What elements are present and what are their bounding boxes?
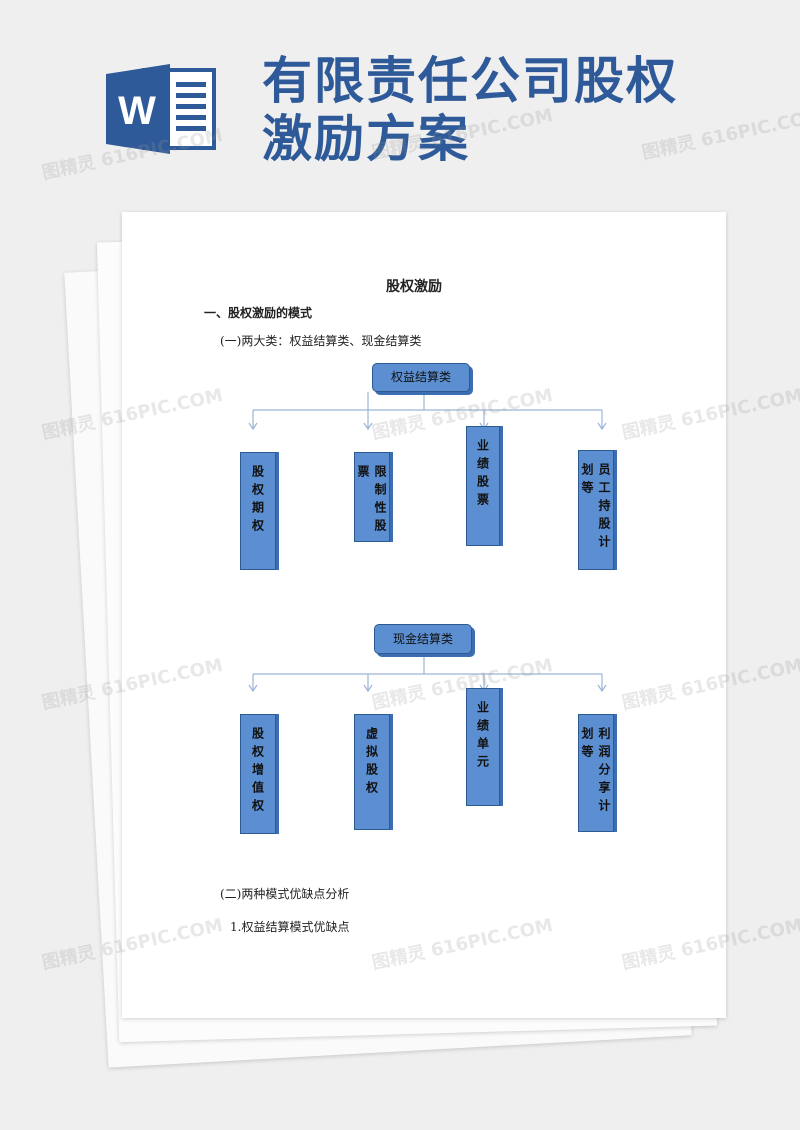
section-heading: 一、股权激励的模式: [204, 306, 313, 320]
document-page: 股权激励 一、股权激励的模式 (一)两大类：权益结算类、现金结算类: [122, 212, 726, 1018]
diagram2-child-label: 虚拟股权: [364, 727, 379, 799]
diagram2-child-box: 虚拟股权: [354, 714, 390, 830]
diagram-connectors: [248, 392, 607, 693]
diagram1-child-label: 员工持股计划等: [580, 463, 611, 553]
diagram2-root-box: 现金结算类: [374, 624, 472, 654]
diagram1-child-box: 业绩股票: [466, 426, 500, 546]
subsection-2-1: 1.权益结算模式优缺点: [230, 920, 350, 934]
subsection-1: (一)两大类：权益结算类、现金结算类: [220, 334, 422, 348]
diagram2-child-box: 业绩单元: [466, 688, 500, 806]
diagram1-child-label: 业绩股票: [475, 439, 490, 511]
diagram2-child-label: 股权增值权: [250, 727, 265, 817]
diagram1-root-box: 权益结算类: [372, 363, 470, 392]
document-title: 股权激励: [386, 279, 442, 295]
diagram1-child-box: 限制性股票: [354, 452, 390, 542]
page-title-line2: 激励方案: [262, 110, 470, 168]
diagram2-child-box: 股权增值权: [240, 714, 276, 834]
page-title: 有限责任公司股权 激励方案: [262, 52, 782, 168]
diagram1-child-label: 股权期权: [250, 465, 265, 537]
diagram2-child-box: 利润分享计划等: [578, 714, 614, 832]
diagram1-child-box: 员工持股计划等: [578, 450, 614, 570]
diagram2-child-label: 业绩单元: [475, 701, 490, 773]
diagram2-child-label: 利润分享计划等: [580, 727, 611, 817]
diagram1-child-box: 股权期权: [240, 452, 276, 570]
diagram1-child-label: 限制性股票: [356, 465, 387, 537]
word-document-icon: W: [106, 64, 216, 154]
word-icon-letter: W: [118, 89, 156, 133]
subsection-2: (二)两种模式优缺点分析: [220, 887, 350, 901]
page-title-line1: 有限责任公司股权: [262, 52, 678, 110]
